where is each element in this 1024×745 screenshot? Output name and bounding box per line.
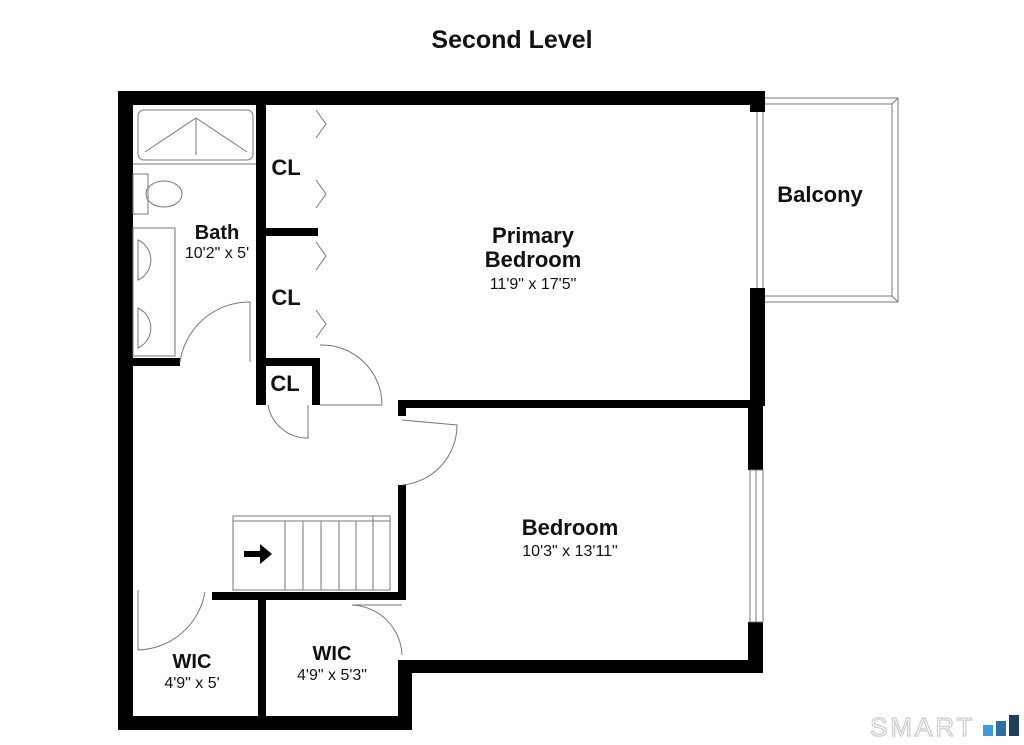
wic-right-dims: 4'9" x 5'3" bbox=[297, 667, 367, 684]
logo-text: SMART bbox=[870, 712, 976, 742]
balcony-label: Balcony bbox=[777, 182, 863, 207]
primary-bedroom-label-2: Bedroom bbox=[485, 247, 582, 272]
bath-label: Bath bbox=[195, 222, 239, 244]
wic-left-label: WIC bbox=[173, 651, 212, 673]
stairs bbox=[232, 515, 391, 591]
walls bbox=[118, 91, 765, 730]
primary-bedroom-label-1: Primary bbox=[492, 223, 575, 248]
bath-dims: 10'2" x 5' bbox=[185, 245, 249, 262]
doors bbox=[137, 109, 458, 656]
wic-right-label: WIC bbox=[313, 643, 352, 665]
windows bbox=[749, 112, 764, 623]
bedroom-dims: 10'3" x 13'11" bbox=[522, 543, 617, 560]
floor-title: Second Level bbox=[431, 26, 593, 54]
wic-left-dims: 4'9" x 5' bbox=[164, 675, 219, 692]
primary-bedroom-dims: 11'9" x 17'5" bbox=[490, 276, 577, 293]
bath-fixtures bbox=[132, 109, 256, 357]
closet-label-1: CL bbox=[271, 155, 300, 180]
smart-mls-logo: SMART bbox=[869, 711, 1019, 743]
bedroom-label: Bedroom bbox=[522, 515, 619, 540]
closet-label-2: CL bbox=[271, 285, 300, 310]
stair-arrow-icon bbox=[244, 544, 272, 564]
closet-label-3: CL bbox=[270, 371, 299, 396]
